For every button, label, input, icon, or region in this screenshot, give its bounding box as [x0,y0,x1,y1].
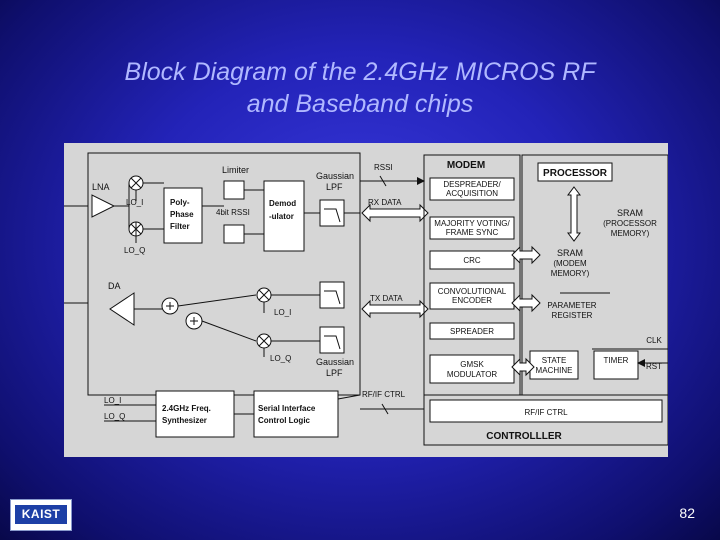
gaussian-lpf-tx-label-1: Gaussian [316,357,354,367]
gaussian-lpf-rx-label-2: LPF [326,182,343,192]
lna-triangle [91,194,116,218]
kaist-logo-text: KAIST [21,507,61,521]
crc-sram-bus-arrow [511,245,541,265]
limiter-i [223,180,245,200]
sram-modem-label-3: MEMORY) [551,269,590,278]
kaist-logo-band [15,505,67,524]
polyphase-label-2: Phase [170,210,194,219]
sram-modem-label-1: SRAM [557,248,583,258]
slide-title-line2: and Baseband chips [246,90,474,118]
majority-voting-box [429,216,515,240]
serial-interface-label-1: Serial Interface [258,404,316,413]
frequency-synthesizer-box [155,390,235,438]
sram-processor-label-3: MEMORY) [611,229,650,238]
sram-processor-label-2: (PROCESSOR [603,219,657,228]
modem-title: MODEM [447,160,485,171]
da-triangle [109,292,135,326]
rst-label: RST [646,362,662,371]
gaussian-lpf-tx-label-2: LPF [326,368,343,378]
page-number: 82 [679,505,695,521]
lo-i-label-tx: LO_I [274,308,291,317]
clk-label: CLK [646,336,662,345]
spreader-box [429,322,515,340]
crc-label: CRC [463,256,481,265]
gaussian-lpf-rx-label-1: Gaussian [316,171,354,181]
timer-label: TIMER [604,356,629,365]
rssi-4bit-label: 4bit RSSI [216,208,250,217]
synthesizer-label-2: Synthesizer [162,416,207,425]
rssi-label: RSSI [374,163,393,172]
tx-data-label: TX DATA [370,294,403,303]
timer-box [593,350,639,380]
limiter-q [223,224,245,244]
gaussian-lpf-rx [319,199,345,227]
spreader-label: SPREADER [450,327,494,336]
limiter-label: Limiter [222,165,249,175]
block-diagram: LNA LO_I LO_Q Poly- Phase Filter Limiter… [64,143,669,457]
slide-title-line1: Block Diagram of the 2.4GHz MICROS RF [124,58,596,86]
processor-sram-bus-arrow [567,186,581,242]
da-label: DA [108,281,121,291]
modem-param-bus-arrow [511,293,541,313]
rf-if-ctrl-left-label: RF/IF CTRL [362,390,406,399]
lo-q-label-rx: LO_Q [124,246,145,255]
gaussian-lpf-tx-q [319,326,345,354]
rx-data-arrow [361,203,429,223]
polyphase-filter-box [163,187,203,244]
synthesizer-label-1: 2.4GHz Freq. [162,404,211,413]
sram-modem-label-2: (MODEM [553,259,587,268]
despreader-box [429,177,515,201]
processor-title-box [537,162,613,182]
rx-data-label: RX DATA [368,198,402,207]
rf-section [64,152,361,438]
polyphase-label-3: Filter [170,222,190,231]
state-machine-box [529,350,579,380]
gmsk-modulator-box [429,354,515,384]
convolutional-encoder-box [429,282,515,310]
parameter-register-label-2: REGISTER [552,311,593,320]
convolutional-encoder-label-2: ENCODER [452,296,492,305]
sram-processor-label-1: SRAM [617,208,643,218]
demodulator-box [263,180,305,252]
block-diagram-svg: LNA LO_I LO_Q Poly- Phase Filter Limiter… [64,152,669,446]
processor-title: PROCESSOR [543,168,608,179]
demodulator-label-2: -ulator [269,212,294,221]
lo-i-label-synth: LO_I [104,396,121,405]
lna-label: LNA [92,182,110,192]
slide-title: Block Diagram of the 2.4GHz MICROS RF an… [40,56,680,120]
lo-q-label-synth: LO_Q [104,412,125,421]
gmsk-modulator-label-1: GMSK [460,360,484,369]
controller-label: CONTROLLLER [486,431,562,442]
rf-if-ctrl-bottom-label: RF/IF CTRL [524,408,568,417]
crc-box [429,250,515,270]
serial-interface-label-2: Control Logic [258,416,311,425]
gmsk-modulator-label-2: MODULATOR [447,370,498,379]
parameter-register-label-1: PARAMETER [547,301,596,310]
state-machine-label-1: STATE [542,356,567,365]
kaist-logo: KAIST [10,499,72,531]
convolutional-encoder-label-1: CONVOLUTIONAL [438,287,507,296]
gaussian-lpf-tx-i [319,281,345,309]
lo-q-label-tx: LO_Q [270,354,291,363]
demodulator-label-1: Demod [269,199,296,208]
gmsk-state-bus-arrow [511,357,535,377]
lo-i-label-rx: LO_I [126,198,143,207]
despreader-label-2: ACQUISITION [446,189,498,198]
serial-interface-box [253,390,339,438]
tx-data-arrow [361,299,429,319]
despreader-label-1: DESPREADER/ [443,180,501,189]
rf-if-ctrl-bus-box [429,399,663,423]
majority-voting-label-2: FRAME SYNC [446,228,499,237]
majority-voting-label-1: MAJORITY VOTING/ [434,219,510,228]
polyphase-label-1: Poly- [170,198,190,207]
state-machine-label-2: MACHINE [536,366,573,375]
